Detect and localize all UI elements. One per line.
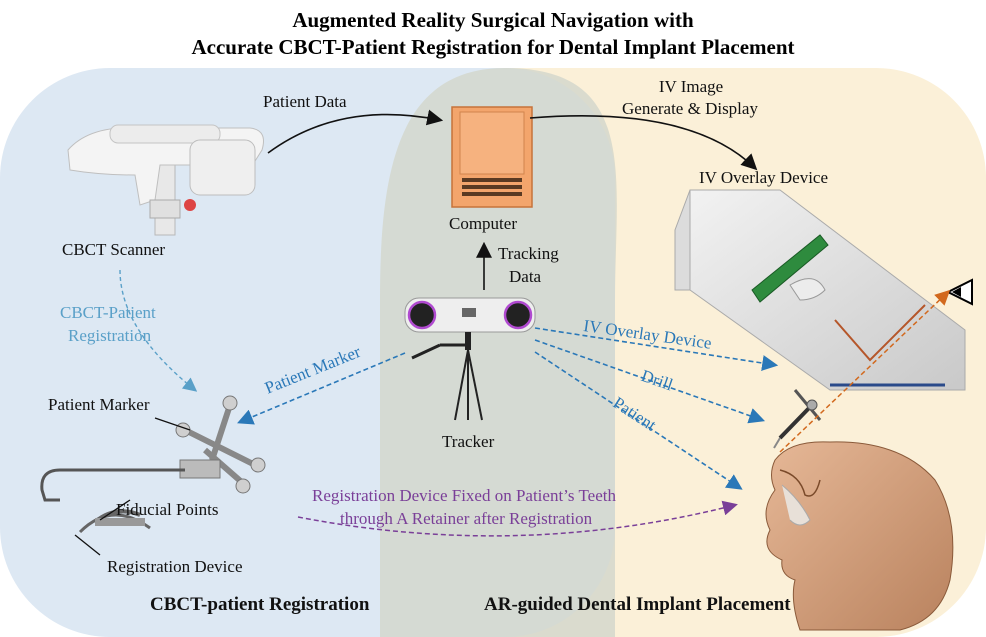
- iv-overlay-device-label: IV Overlay Device: [699, 168, 829, 187]
- computer-image: [451, 106, 533, 208]
- fiducial-points-leader: [99, 499, 131, 521]
- iv-overlay-device-image: [674, 189, 966, 391]
- patient-head-image: [765, 441, 954, 631]
- drill-image: [773, 389, 822, 449]
- section-left-title: CBCT-patient Registration: [150, 594, 370, 615]
- computer-label: Computer: [449, 214, 517, 233]
- registration-device-image: [40, 395, 266, 534]
- section-right-title: AR-guided Dental Implant Placement: [484, 594, 791, 615]
- cbct-patient-registration-label-2: Registration: [68, 326, 152, 345]
- tracking-data-label-2: Data: [509, 267, 542, 286]
- patient-marker-leader: [154, 417, 191, 431]
- overlap-region: [380, 68, 617, 637]
- drill-arrow: [534, 339, 766, 424]
- cbct-patient-registration-label-1: CBCT-Patient: [60, 303, 156, 322]
- patient-data-arrow: [267, 109, 444, 154]
- patient-data-label: Patient Data: [263, 92, 347, 111]
- fixed-on-teeth-arrow: [297, 500, 738, 537]
- tracker-label: Tracker: [442, 432, 495, 451]
- eye-icon: [945, 278, 973, 306]
- cbct-registration-arrow: [119, 269, 198, 392]
- registration-device-leader: [74, 534, 101, 556]
- tracker-image: [404, 297, 536, 421]
- cbct-scanner-image: [67, 124, 264, 236]
- title-line-1: Augmented Reality Surgical Navigation wi…: [292, 8, 694, 32]
- fiducial-points-label: Fiducial Points: [116, 500, 219, 519]
- tracking-data-label-1: Tracking: [498, 244, 559, 263]
- registration-device-label: Registration Device: [107, 557, 243, 576]
- fixed-on-teeth-label-2: through A Retainer after Registration: [340, 509, 593, 528]
- patient-marker-arrow: [237, 352, 406, 425]
- patient-arrow: [534, 351, 743, 490]
- fixed-on-teeth-label-1: Registration Device Fixed on Patient’s T…: [312, 486, 616, 505]
- iv-image-label-2: Generate & Display: [622, 99, 758, 118]
- title-line-2: Accurate CBCT-Patient Registration for D…: [191, 35, 795, 59]
- view-line-arrow: [779, 289, 951, 453]
- iv-image-arrow: [529, 114, 758, 171]
- patient-marker-label: Patient Marker: [48, 395, 150, 414]
- iv-image-label-1: IV Image: [658, 77, 724, 96]
- iv-overlay-device-arrow: [534, 327, 779, 371]
- cbct-scanner-label: CBCT Scanner: [62, 240, 166, 259]
